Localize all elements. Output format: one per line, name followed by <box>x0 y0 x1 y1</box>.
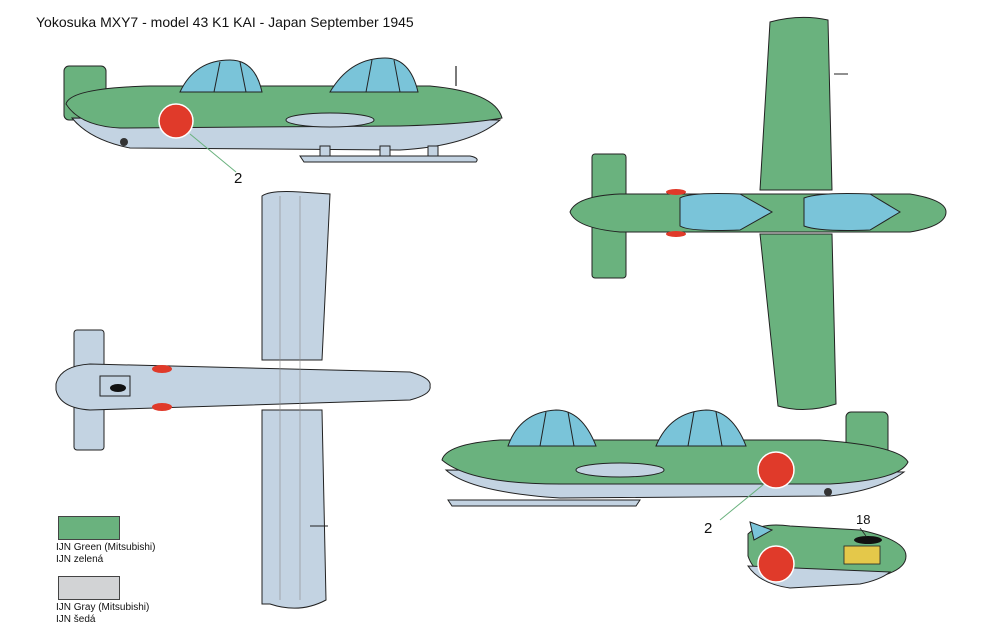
legend-gray-name: IJN Gray (Mitsubishi) <box>56 602 150 613</box>
legend-green-label: IJN Green (Mitsubishi) IJN zelená <box>56 542 155 566</box>
legend-swatch-green <box>58 516 120 540</box>
legend-green-local: IJN zelená <box>56 554 104 565</box>
legend-gray-label: IJN Gray (Mitsubishi) IJN šedá <box>56 602 149 626</box>
callout-18: 18 <box>856 512 871 527</box>
side-view-top <box>63 57 503 173</box>
side-view-bottom <box>441 409 909 521</box>
legend-green-name: IJN Green (Mitsubishi) <box>56 542 156 553</box>
legend-swatch-gray <box>58 576 120 600</box>
callout-2-bottom: 2 <box>704 520 713 537</box>
plan-view-top <box>569 16 947 410</box>
plan-view-underside <box>55 191 431 609</box>
page-title: Yokosuka MXY7 - model 43 K1 KAI - Japan … <box>36 14 414 30</box>
callout-2-top: 2 <box>234 170 243 187</box>
nose-detail-view <box>747 521 907 589</box>
legend-gray-local: IJN šedá <box>56 614 96 625</box>
